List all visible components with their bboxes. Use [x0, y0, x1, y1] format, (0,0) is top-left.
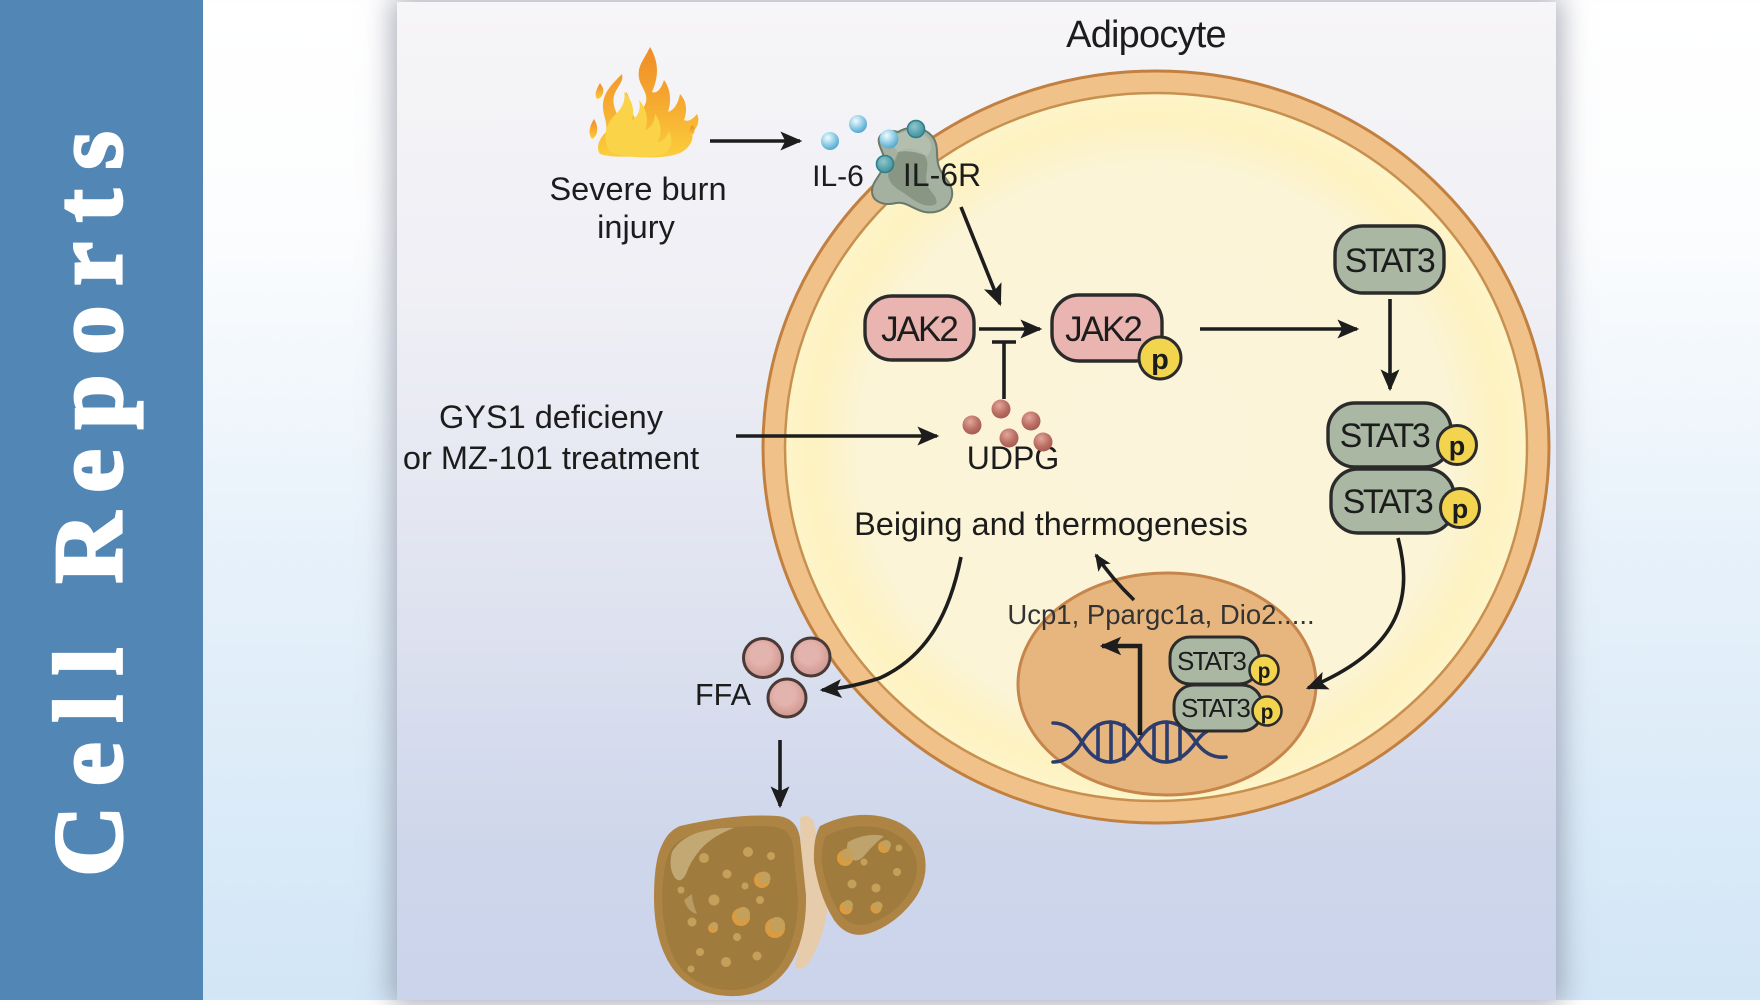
svg-text:STAT3: STAT3: [1177, 646, 1246, 676]
svg-text:p: p: [1449, 431, 1466, 461]
svg-text:p: p: [1151, 344, 1169, 376]
svg-text:STAT3: STAT3: [1181, 693, 1250, 723]
svg-text:JAK2: JAK2: [1065, 310, 1141, 349]
svg-text:Severe burn: Severe burn: [549, 171, 726, 207]
svg-text:IL-6: IL-6: [812, 160, 864, 193]
svg-text:IL-6R: IL-6R: [903, 157, 981, 193]
svg-text:STAT3: STAT3: [1343, 483, 1433, 521]
svg-text:injury: injury: [597, 209, 675, 245]
svg-text:Adipocyte: Adipocyte: [1066, 14, 1226, 56]
svg-text:Beiging and thermogenesis: Beiging and thermogenesis: [854, 506, 1248, 542]
svg-text:p: p: [1258, 660, 1271, 683]
svg-text:p: p: [1452, 494, 1469, 524]
svg-text:STAT3: STAT3: [1345, 242, 1435, 280]
svg-text:Ucp1, Ppargc1a, Dio2.....: Ucp1, Ppargc1a, Dio2.....: [1007, 599, 1314, 630]
svg-text:FFA: FFA: [695, 678, 752, 712]
svg-text:STAT3: STAT3: [1340, 417, 1430, 455]
svg-text:JAK2: JAK2: [881, 310, 957, 349]
svg-text:GYS1 deficieny: GYS1 deficieny: [439, 399, 664, 435]
svg-text:p: p: [1261, 701, 1274, 724]
svg-text:or MZ-101 treatment: or MZ-101 treatment: [403, 440, 699, 476]
